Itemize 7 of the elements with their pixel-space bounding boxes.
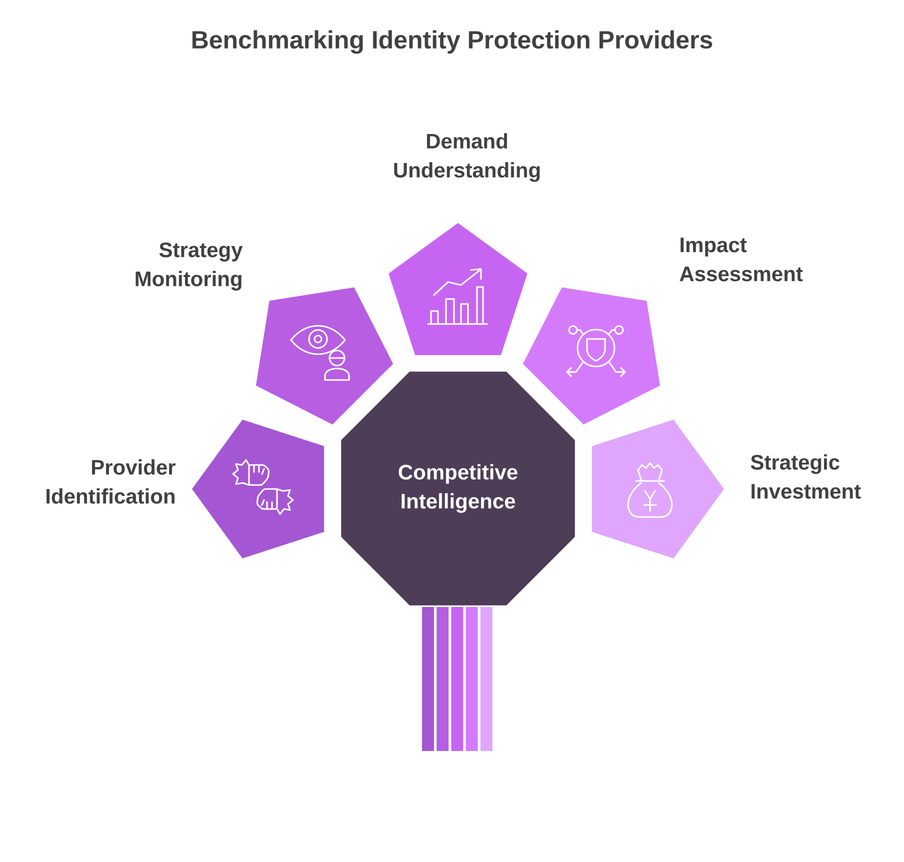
node-label: Strategic Investment [750, 454, 861, 499]
node-label: Provider Identification [46, 459, 176, 504]
title: Benchmarking Identity Protection Providers [192, 30, 712, 54]
node-label: Impact Assessment [680, 238, 803, 282]
octagon: Competitive Intelligence [341, 372, 575, 606]
node-label: Strategy Monitoring [136, 242, 243, 291]
node-label: Demand Understanding [394, 133, 540, 182]
